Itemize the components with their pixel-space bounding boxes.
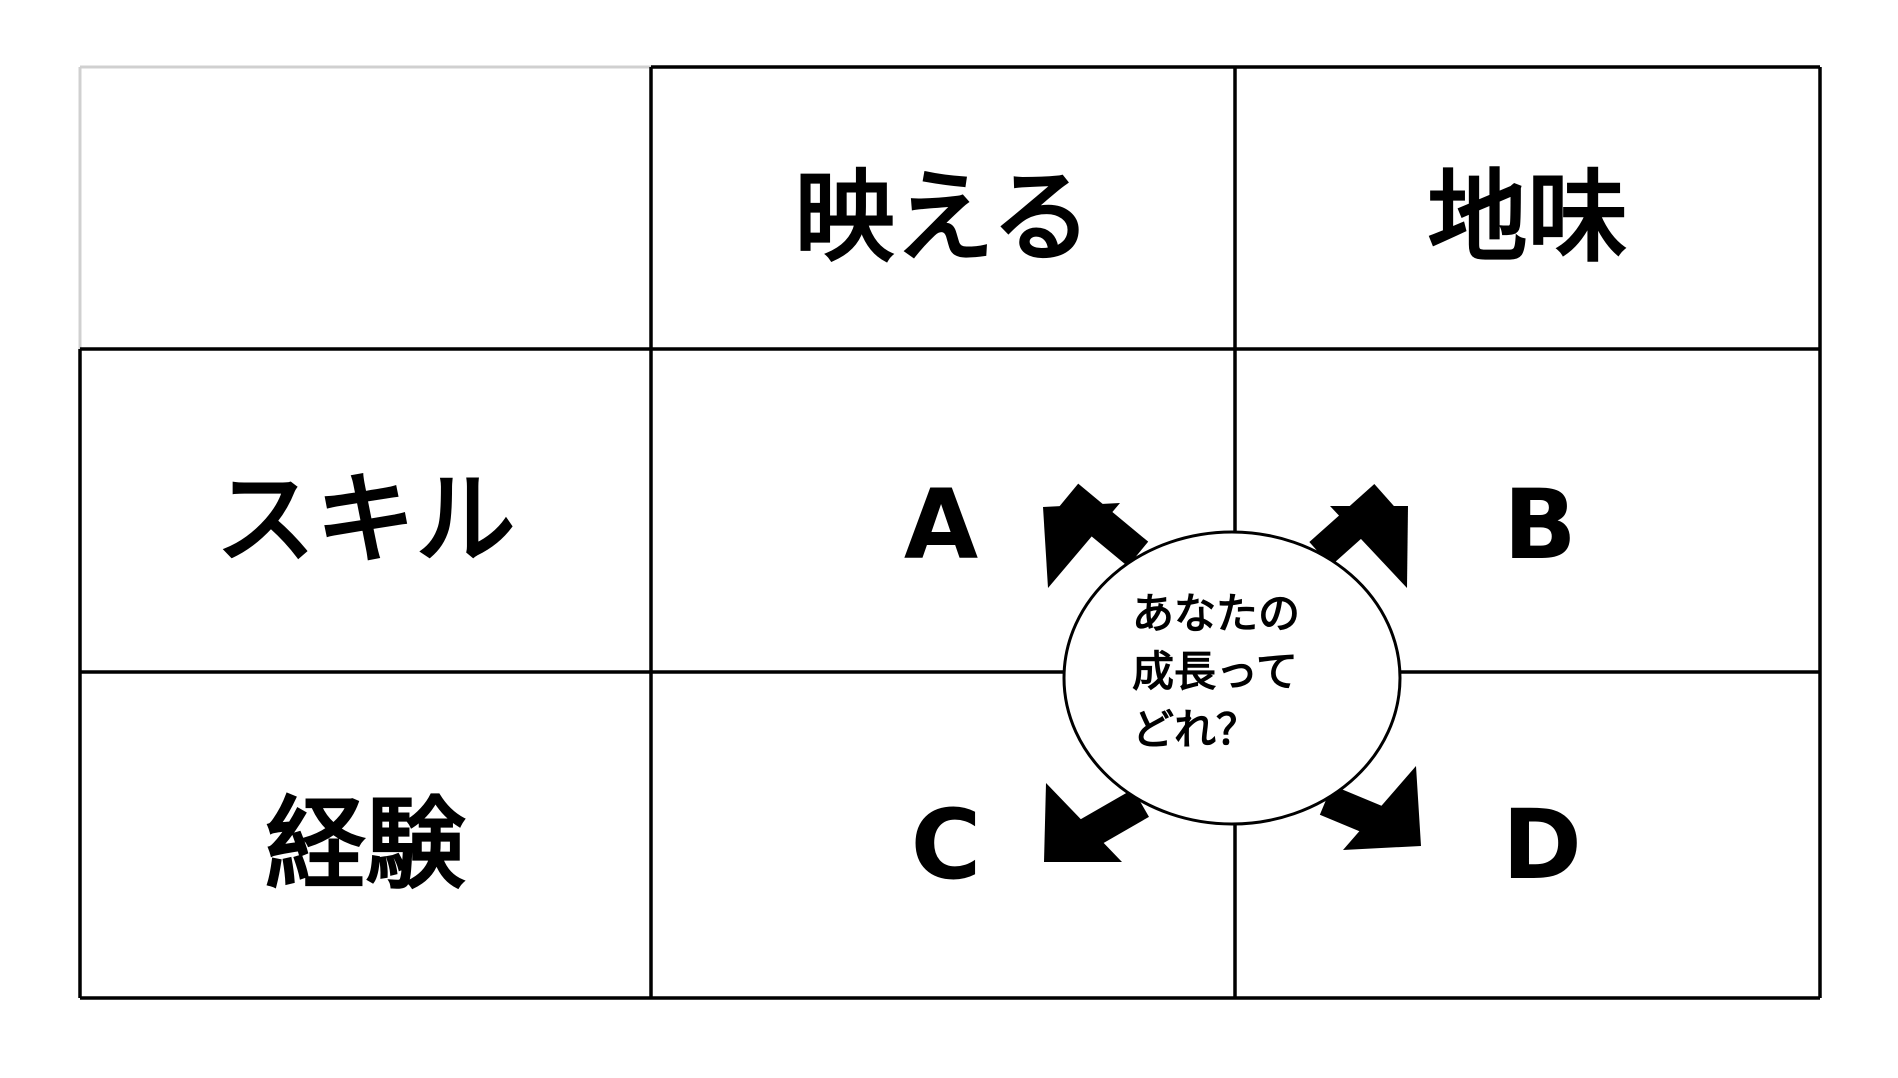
arrow-to-d-icon bbox=[1319, 766, 1421, 850]
center-line-1: あなたの bbox=[1132, 589, 1301, 638]
center-question: あなたの 成長って どれ？ bbox=[1132, 585, 1332, 759]
center-line-3: どれ？ bbox=[1132, 705, 1259, 754]
quadrant-c: C bbox=[910, 789, 982, 901]
arrow-to-b-icon bbox=[1309, 484, 1408, 588]
center-line-2: 成長って bbox=[1132, 647, 1298, 696]
quadrant-a: A bbox=[903, 469, 979, 581]
row-header-skill: スキル bbox=[215, 461, 516, 578]
table-grid bbox=[78, 65, 1822, 1000]
center-bubble bbox=[1062, 530, 1402, 826]
quadrant-b: B bbox=[1503, 469, 1577, 581]
column-header-plain: 地味 bbox=[1427, 158, 1628, 276]
arrow-to-a-icon bbox=[1043, 483, 1149, 588]
arrow-to-c-icon bbox=[1044, 783, 1149, 862]
arrows bbox=[1043, 483, 1421, 862]
quadrant-d: D bbox=[1502, 789, 1582, 901]
row-header-experience: 経験 bbox=[265, 785, 466, 903]
column-header-eye-catching: 映える bbox=[794, 158, 1092, 276]
